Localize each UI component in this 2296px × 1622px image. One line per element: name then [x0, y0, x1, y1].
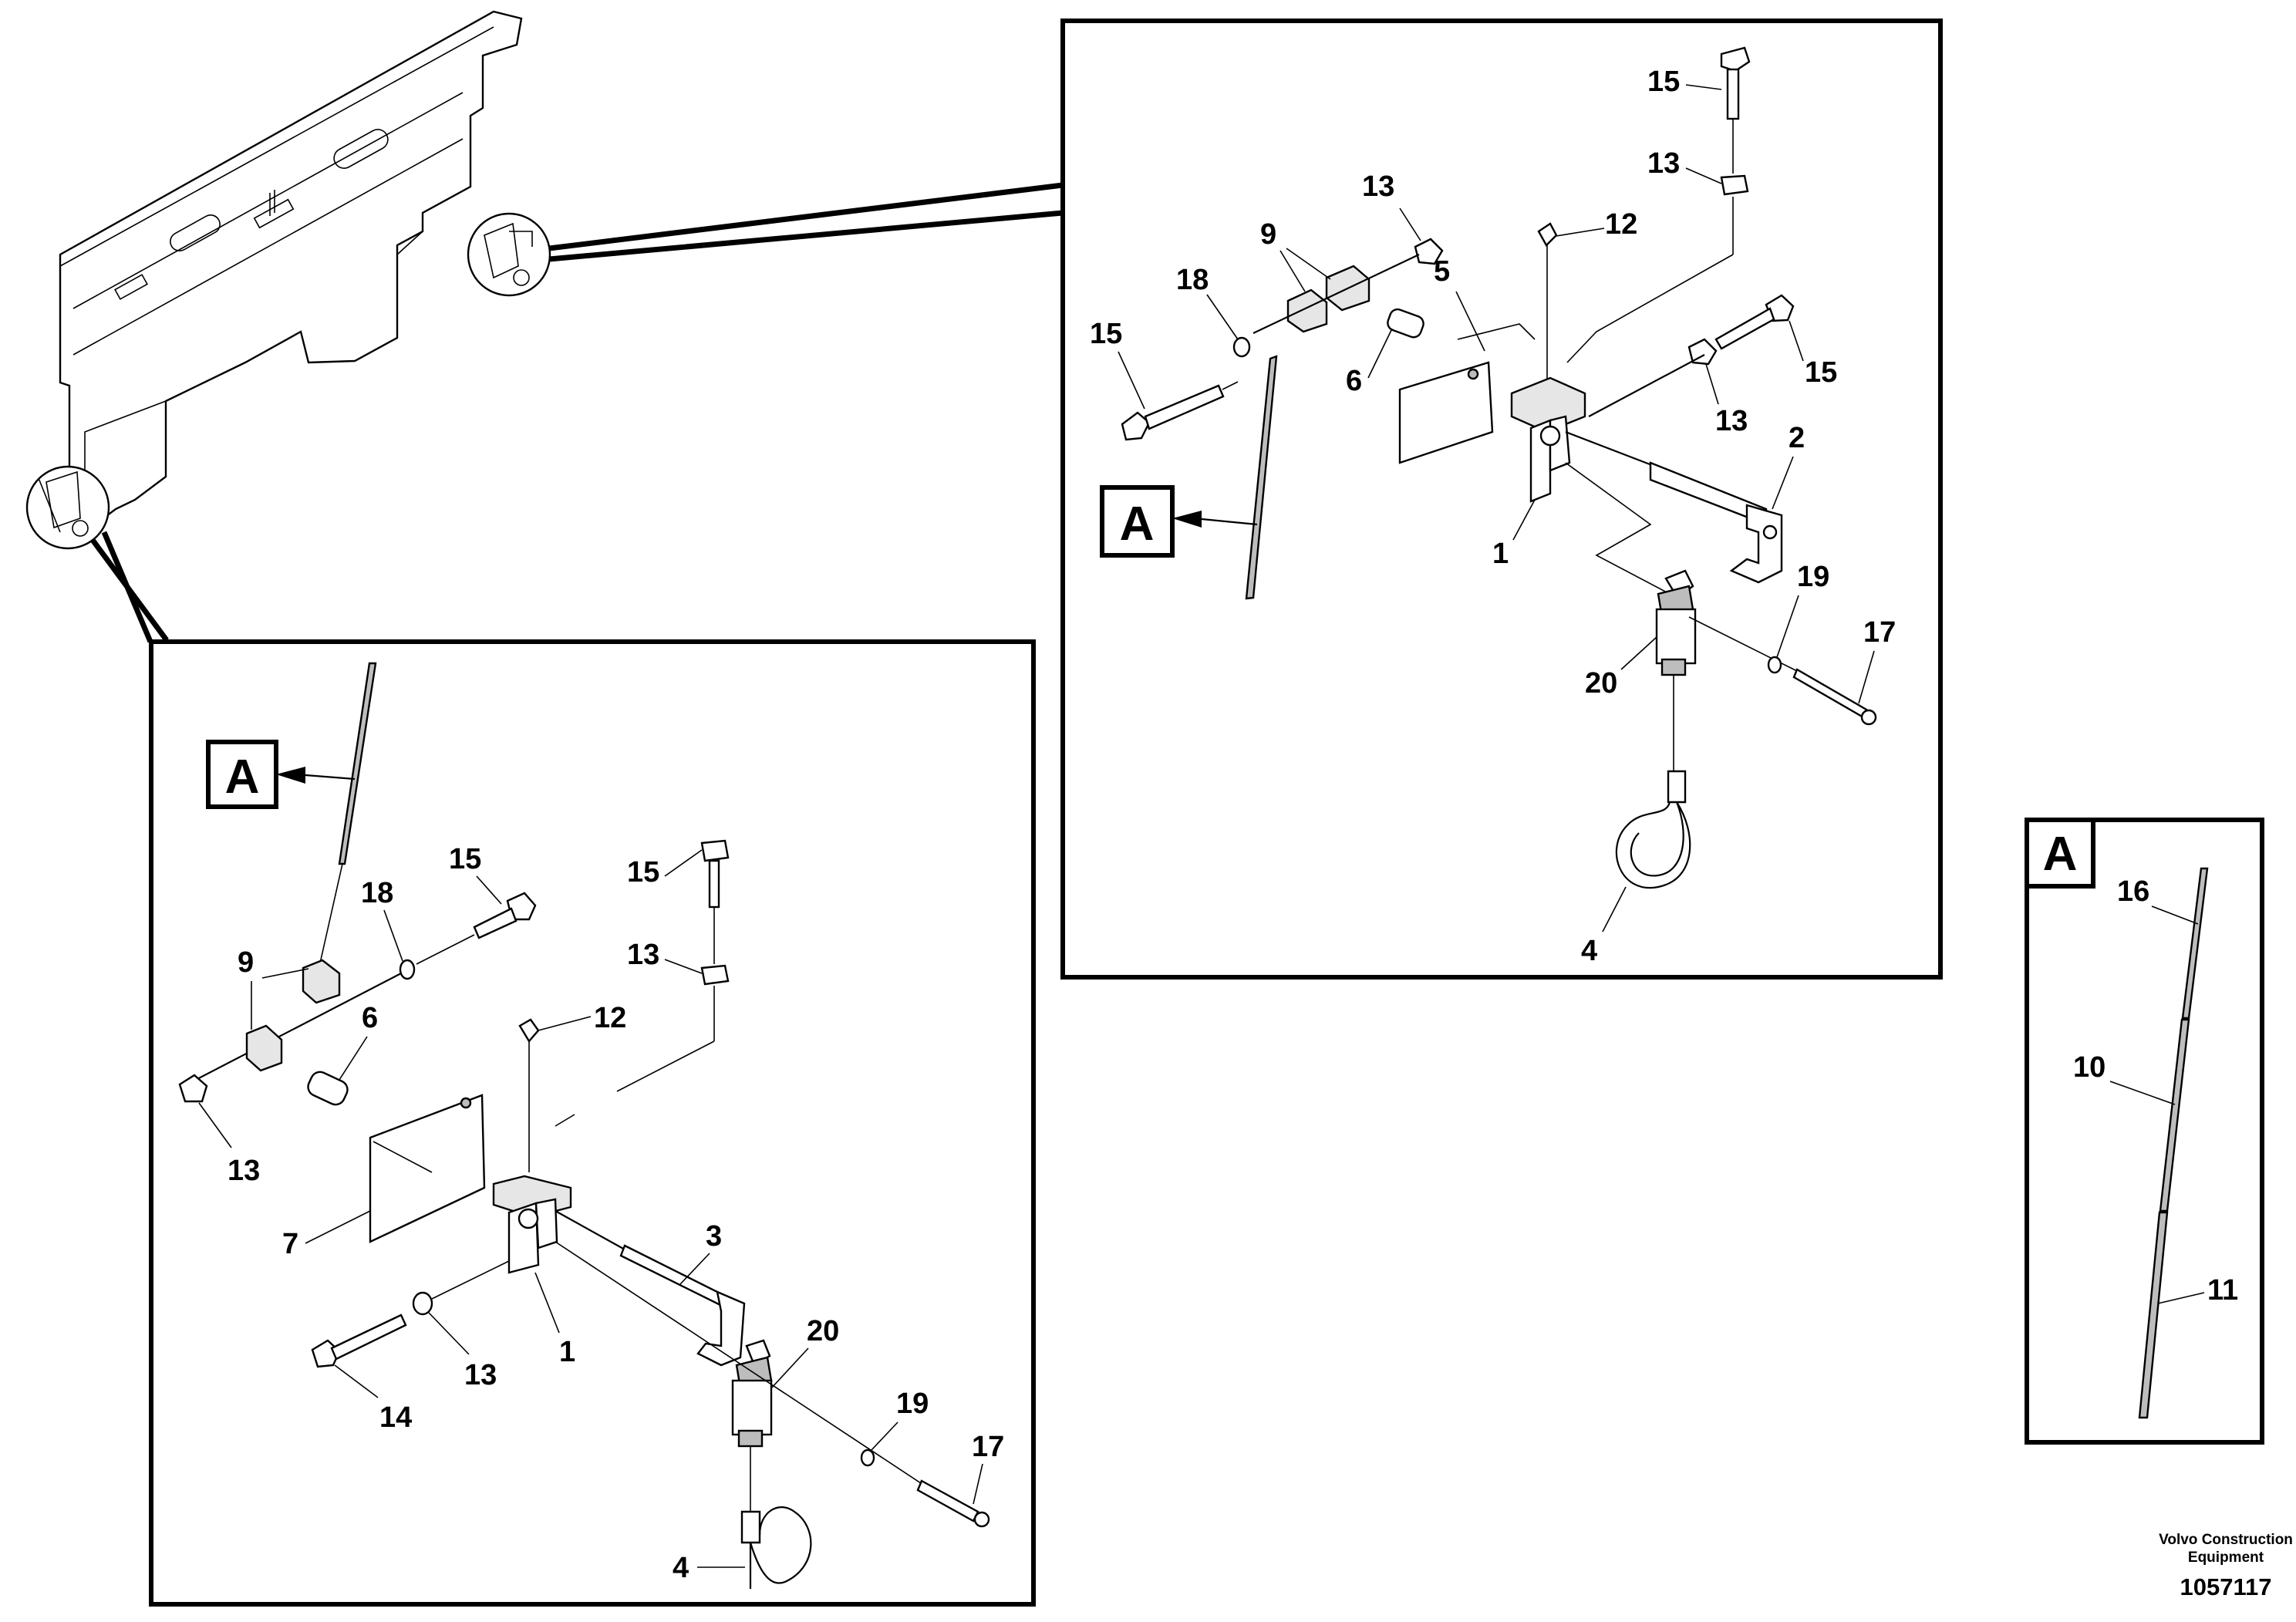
label-13: 13	[464, 1359, 497, 1391]
label-15: 15	[1647, 66, 1680, 98]
label-6: 6	[362, 1002, 378, 1034]
clamp-9-lower-a	[302, 959, 341, 1004]
plate-5	[1398, 323, 1536, 464]
washer-13-lower	[412, 1291, 433, 1316]
nut-12	[1537, 222, 1558, 389]
label-15: 15	[1805, 356, 1837, 389]
label-10: 10	[2073, 1051, 2106, 1084]
lower-labels: 15 18 15 9 6 13 12 13 7 3 1 13 14	[198, 843, 1004, 1584]
document-number: 1057117	[2180, 1573, 2272, 1600]
washer-19-lower	[860, 1448, 875, 1467]
bolt-15-right	[1714, 294, 1795, 350]
callout-a-lower-letter: A	[225, 750, 260, 804]
label-15: 15	[1090, 318, 1122, 350]
brand-line-2: Equipment	[2188, 1549, 2264, 1566]
label-5: 5	[1434, 255, 1450, 288]
bolt-14	[311, 1313, 407, 1368]
switch-20-upper	[1655, 569, 1697, 771]
label-3: 3	[706, 1220, 722, 1253]
label-16: 16	[2117, 875, 2149, 908]
label-13: 13	[627, 939, 659, 971]
rod-a-upper	[1245, 355, 1278, 600]
label-12: 12	[1605, 208, 1637, 241]
bolt-15-lower-top	[700, 839, 730, 964]
frame-panel-overview	[59, 10, 523, 534]
callout-a-upper-letter: A	[1120, 497, 1155, 551]
plate-7	[369, 1094, 486, 1243]
detail-a-view: A 16 10 11	[2025, 818, 2264, 1445]
washer-18	[1232, 336, 1251, 358]
bracket-1	[1510, 376, 1586, 503]
screw-17-upper	[1792, 668, 1877, 726]
label-13: 13	[1715, 405, 1748, 437]
label-13: 13	[1362, 170, 1394, 203]
detail-circle-upper	[467, 212, 551, 297]
nut-13-left	[1414, 238, 1444, 265]
bolt-15-top	[1566, 46, 1751, 363]
rod-11	[2138, 1211, 2169, 1419]
label-19: 19	[896, 1388, 929, 1420]
upper-detail-view: A 15 13 13 12 9 18 5 15 6 15	[1060, 19, 1943, 980]
label-2: 2	[1789, 422, 1805, 454]
label-7: 7	[282, 1228, 298, 1260]
label-9: 9	[238, 946, 254, 979]
upper-labels: 15 13 13 12 9 18 5 15 6 15 13 2 1	[1090, 66, 1896, 967]
clamp-9-lower-b	[245, 1024, 283, 1072]
label-17: 17	[972, 1431, 1004, 1463]
detail-circle-lower	[25, 465, 110, 550]
label-4: 4	[673, 1552, 689, 1584]
label-9: 9	[1260, 218, 1276, 251]
lever-arm-2	[1565, 430, 1783, 584]
label-1: 1	[1492, 538, 1509, 570]
label-15: 15	[449, 843, 481, 875]
rod-16	[2181, 867, 2209, 1020]
label-11: 11	[2207, 1274, 2238, 1307]
lever-3	[555, 1210, 746, 1367]
footer: Volvo Construction Equipment 1057117	[2159, 1532, 2293, 1600]
label-19: 19	[1797, 561, 1829, 593]
bolt-15-left	[1121, 381, 1239, 441]
lower-detail-view: A 15 18 15 9 6 13 12 13 7 3	[149, 639, 1036, 1607]
clamp-9a	[1286, 288, 1328, 333]
pull-loop-4-upper	[1615, 770, 1691, 889]
label-14: 14	[379, 1401, 412, 1434]
brand-line-1: Volvo Construction	[2159, 1532, 2293, 1548]
screw-17-lower	[916, 1479, 990, 1528]
rod-a-lower	[317, 662, 377, 974]
nut-13-right	[1687, 338, 1718, 366]
washer-19-upper	[1767, 656, 1782, 674]
spacer-6	[1387, 308, 1424, 339]
label-1: 1	[559, 1336, 575, 1368]
spacer-6-lower	[307, 1071, 349, 1106]
label-18: 18	[361, 877, 393, 909]
zoom-leaders	[90, 182, 1064, 643]
pull-loop-4-lower	[740, 1506, 812, 1589]
detail-labels: 16 10 11	[2073, 875, 2238, 1307]
label-6: 6	[1346, 365, 1362, 397]
bolt-15-lower-left	[416, 892, 537, 965]
callout-a-lower: A	[206, 740, 356, 809]
label-20: 20	[1585, 667, 1617, 700]
nut-13-lower-mid	[555, 964, 730, 1127]
label-13: 13	[1647, 147, 1680, 180]
callout-a-detail-letter: A	[2043, 828, 2078, 881]
label-12: 12	[594, 1002, 626, 1034]
wire-link	[1565, 462, 1671, 595]
washer-18-lower	[399, 959, 416, 980]
label-18: 18	[1176, 264, 1209, 296]
label-17: 17	[1863, 616, 1896, 649]
label-13: 13	[228, 1155, 260, 1187]
label-15: 15	[627, 856, 659, 889]
label-20: 20	[807, 1315, 839, 1347]
callout-a-upper: A	[1100, 485, 1258, 558]
nut-13-lower-left	[178, 1074, 208, 1103]
bracket-1-lower	[492, 1175, 572, 1274]
rod-10	[2159, 1018, 2190, 1212]
label-4: 4	[1581, 935, 1597, 967]
